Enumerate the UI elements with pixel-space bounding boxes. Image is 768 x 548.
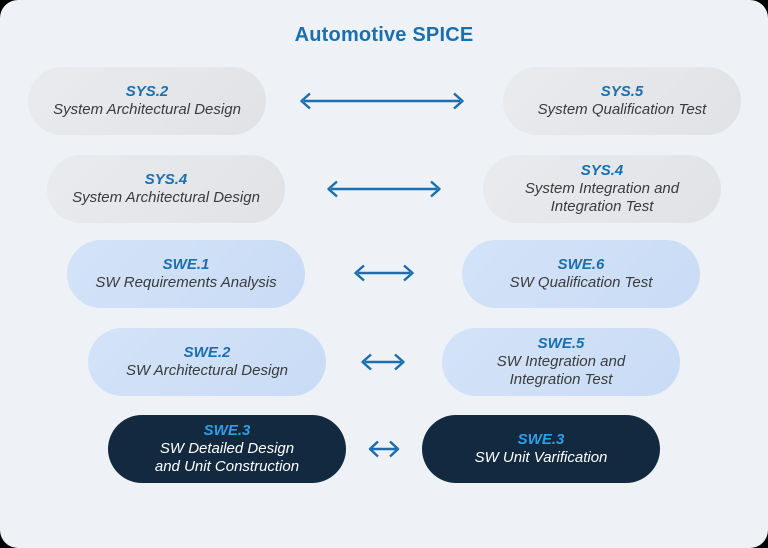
double-arrow-icon	[359, 350, 407, 374]
process-code: SYS.4	[144, 170, 188, 188]
process-name: System Integration and Integration Test	[524, 179, 680, 216]
process-code: SWE.2	[183, 343, 231, 361]
double-arrow-icon	[352, 261, 416, 285]
process-name: System Architectural Design	[72, 189, 260, 206]
process-name: SW Qualification Test	[509, 274, 653, 291]
process-name: System Qualification Test	[537, 101, 707, 118]
double-arrow-icon	[367, 437, 401, 461]
process-name: SW Unit Varification	[474, 449, 608, 466]
process-name: SW Detailed Design and Unit Construction	[154, 439, 300, 476]
process-code: SWE.3	[517, 430, 565, 448]
process-box-sys4-left: SYS.4 System Architectural Design	[47, 155, 285, 223]
process-box-swe1: SWE.1 SW Requirements Analysis	[67, 240, 305, 308]
process-name: SW Integration and Integration Test	[496, 352, 626, 389]
process-box-swe2: SWE.2 SW Architectural Design	[88, 328, 326, 396]
process-code: SWE.3	[203, 421, 251, 439]
double-arrow-icon	[325, 177, 443, 201]
process-code: SWE.6	[557, 255, 605, 273]
process-name: System Architectural Design	[53, 101, 241, 118]
process-box-sys5: SYS.5 System Qualification Test	[503, 67, 741, 135]
process-code: SWE.1	[162, 255, 210, 273]
process-name: SW Architectural Design	[126, 362, 288, 379]
process-code: SWE.5	[537, 334, 585, 352]
process-box-sys2: SYS.2 System Architectural Design	[28, 67, 266, 135]
process-code: SYS.2	[125, 82, 169, 100]
process-box-swe6: SWE.6 SW Qualification Test	[462, 240, 700, 308]
process-code: SYS.4	[580, 161, 624, 179]
process-name: SW Requirements Analysis	[95, 274, 277, 291]
process-box-sys4-right: SYS.4 System Integration and Integration…	[483, 155, 721, 223]
diagram-title: Automotive SPICE	[294, 24, 474, 46]
process-box-swe5: SWE.5 SW Integration and Integration Tes…	[442, 328, 680, 396]
process-box-swe3-right: SWE.3 SW Unit Varification	[422, 415, 660, 483]
process-box-swe3-left: SWE.3 SW Detailed Design and Unit Constr…	[108, 415, 346, 483]
process-code: SYS.5	[600, 82, 644, 100]
double-arrow-icon	[298, 89, 466, 113]
